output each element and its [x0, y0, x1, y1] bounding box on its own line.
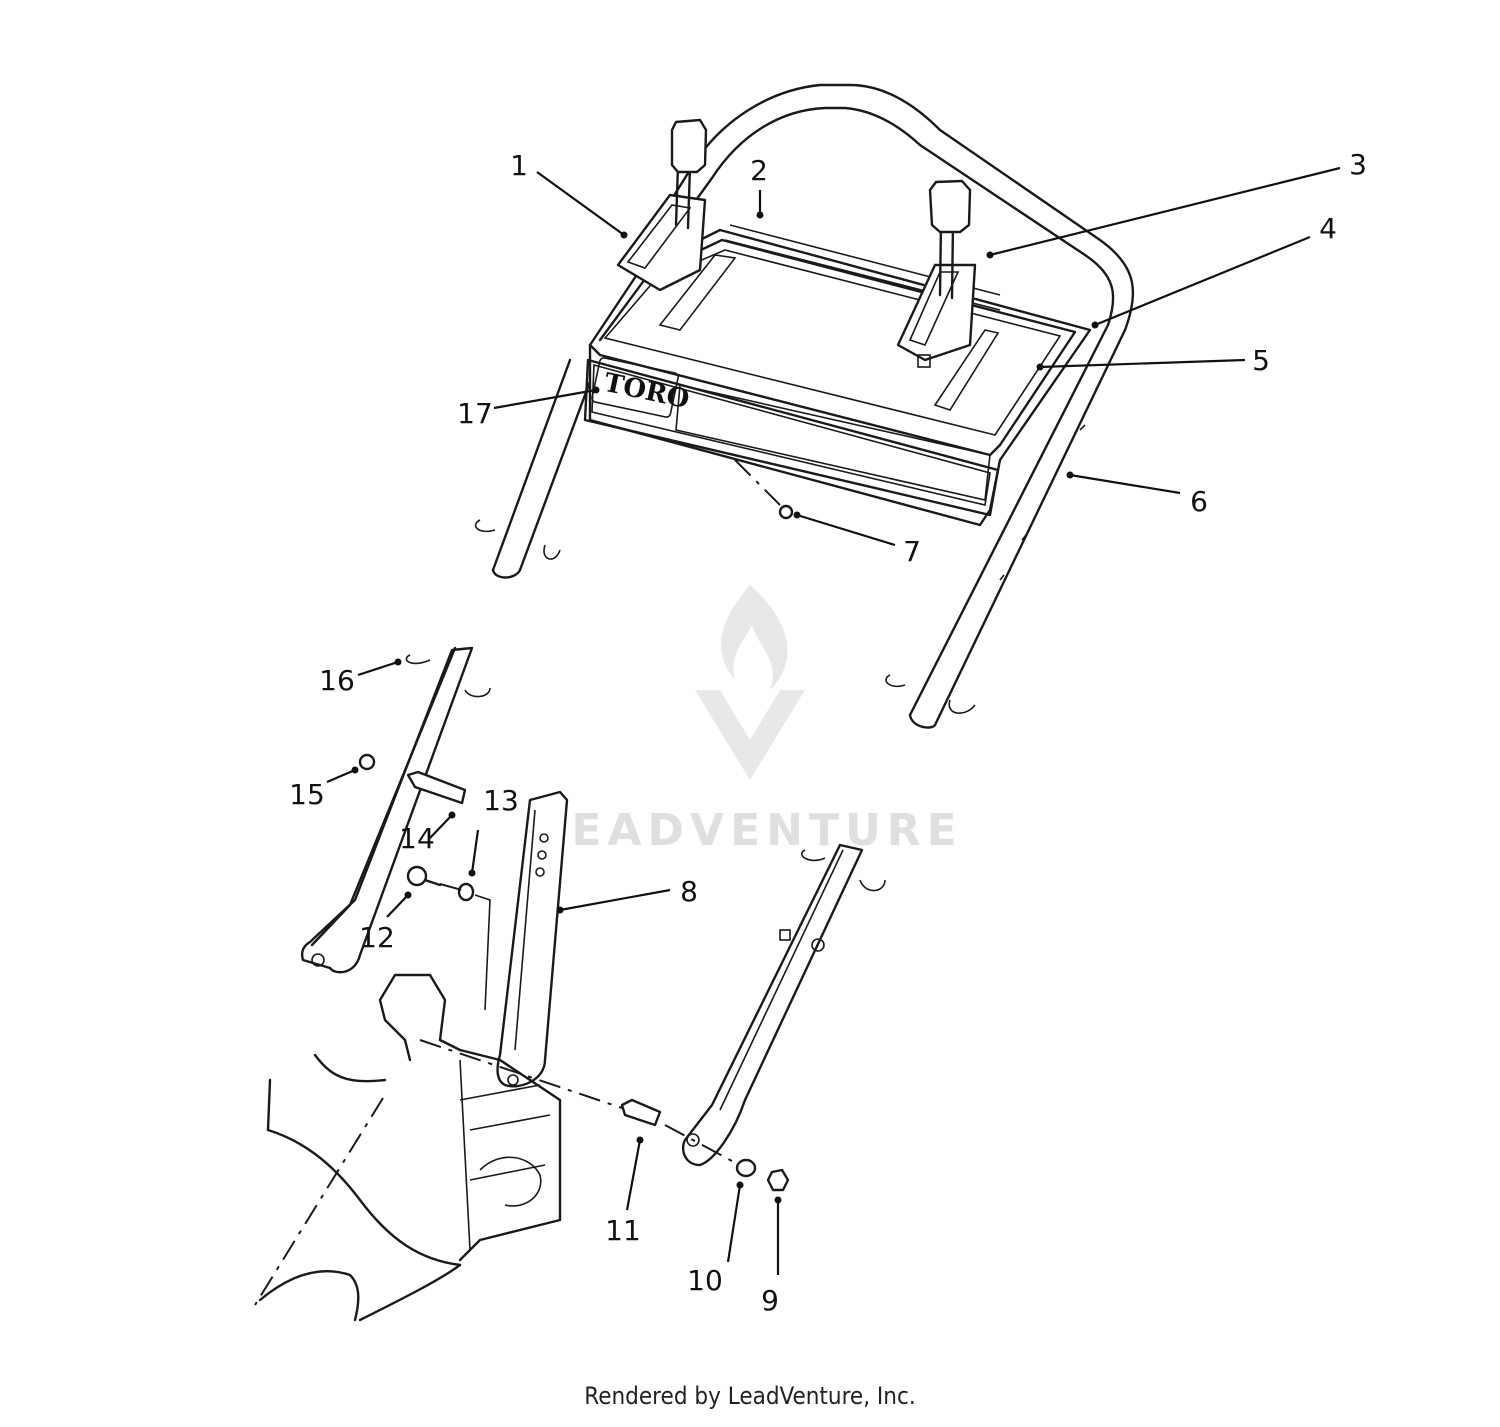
callout-17: 17: [457, 397, 493, 430]
callout-13: 13: [483, 784, 519, 817]
leader-lines: [326, 166, 1341, 1275]
small-hardware: [358, 753, 491, 1011]
callout-10: 10: [687, 1264, 723, 1297]
callout-5: 5: [1252, 344, 1270, 377]
callout-2: 2: [750, 154, 768, 187]
bracket-part-8: [496, 790, 569, 1088]
watermark-text: LEADVENTURE: [537, 805, 962, 856]
callout-9: 9: [761, 1284, 779, 1317]
callout-8: 8: [680, 875, 698, 908]
callout-3: 3: [1349, 148, 1367, 181]
screw-part-7: [734, 459, 794, 520]
callout-14: 14: [399, 822, 435, 855]
mower-deck: [254, 973, 562, 1322]
callout-15: 15: [289, 778, 325, 811]
axle-hardware: [419, 1039, 790, 1192]
upper-handle: [474, 83, 1135, 729]
callout-16: 16: [319, 664, 355, 697]
callout-7: 7: [903, 535, 921, 568]
callout-4: 4: [1319, 212, 1337, 245]
callout-12: 12: [359, 921, 395, 954]
callout-6: 6: [1190, 485, 1208, 518]
shift-lever-right: [896, 179, 977, 368]
callout-labels: 1 2 3 4 5 6 7 8 9 10 11 12 13 14 15 16 1…: [289, 148, 1367, 1317]
shift-lever-left: [616, 118, 708, 292]
footer-credit: Rendered by LeadVenture, Inc.: [584, 1382, 916, 1410]
callout-1: 1: [510, 149, 528, 182]
callout-11: 11: [605, 1214, 641, 1247]
watermark-logo: LEADVENTURE: [537, 585, 962, 856]
lower-handle-left: [300, 646, 491, 974]
lower-handle-right: [681, 843, 886, 1167]
